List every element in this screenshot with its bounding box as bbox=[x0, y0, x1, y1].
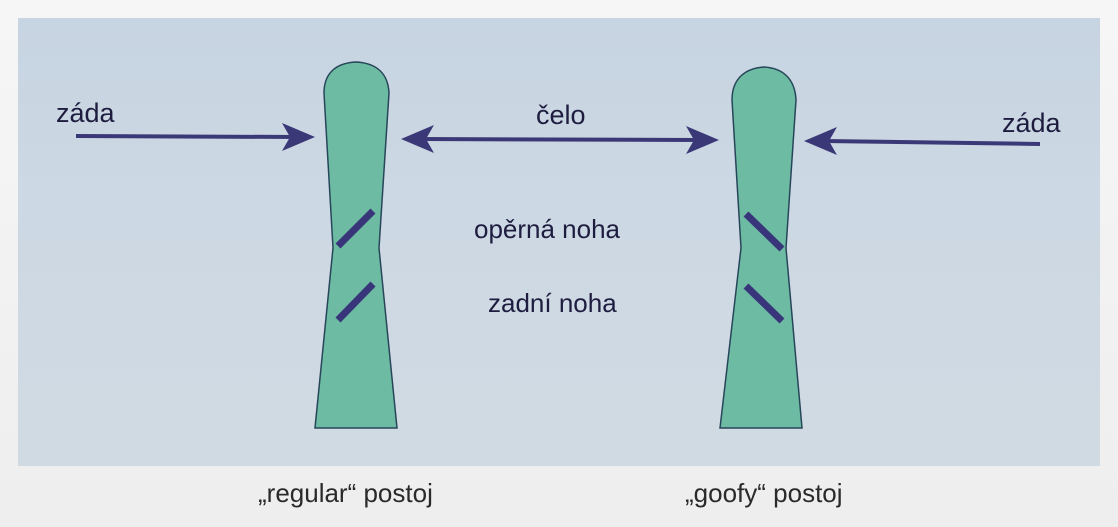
label-back-left: záda bbox=[56, 98, 115, 128]
binding-front-regular bbox=[335, 208, 376, 249]
label-back-right: záda bbox=[1002, 108, 1061, 138]
label-rear-foot: zadní noha bbox=[488, 288, 617, 318]
diagram-canvas bbox=[75, 61, 1041, 429]
arrow-front-shaft bbox=[417, 137, 701, 142]
arrow-back-right-head bbox=[804, 127, 837, 155]
binding-front-goofy bbox=[743, 211, 785, 252]
label-support-foot: opěrná noha bbox=[474, 214, 621, 244]
arrow-front-head-left bbox=[401, 125, 434, 153]
arrow-front-head-right bbox=[686, 126, 719, 154]
snowboard-goofy bbox=[719, 66, 803, 429]
arrow-back-right-shaft bbox=[822, 139, 1041, 146]
caption-goofy-stance: „goofy“ postoj bbox=[685, 478, 843, 508]
snowboard-regular bbox=[314, 61, 398, 429]
diagram-panel: záda čelo záda opěrná noha zadní noha bbox=[18, 18, 1100, 466]
binding-rear-goofy bbox=[743, 283, 785, 324]
arrow-back-left-shaft bbox=[75, 134, 297, 139]
label-front: čelo bbox=[536, 100, 586, 130]
binding-rear-regular bbox=[335, 281, 376, 323]
caption-regular-stance: „regular“ postoj bbox=[258, 478, 433, 508]
arrow-back-left-head bbox=[282, 123, 315, 151]
